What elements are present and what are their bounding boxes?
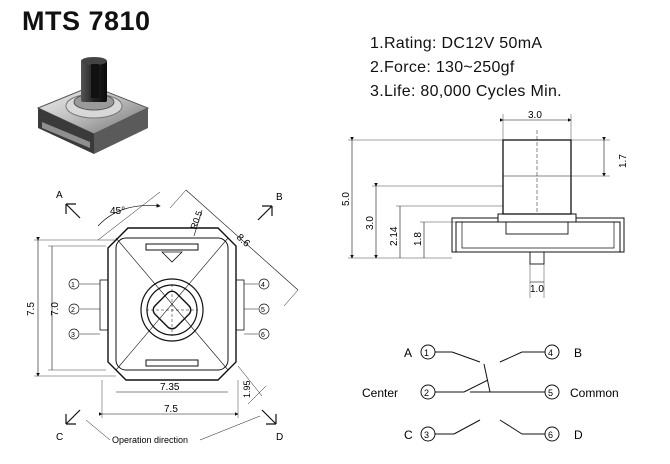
pin-width-label: 1.0 [530,284,544,295]
schematic-pin-6: 6 [548,430,553,440]
body-height-label: 3.0 [365,216,376,230]
pin-1-label: 1 [71,282,75,289]
schematic-pin-5: 5 [548,388,553,398]
top-view [34,189,299,441]
pin-6-label: 6 [261,332,265,339]
corner-dim-label: 1.95 [242,380,252,398]
schematic-b-label: B [574,346,582,360]
specifications: 1.Rating: DC12V 50mA 2.Force: 130~250gf … [370,32,562,104]
top-height-label: 1.7 [618,154,629,168]
direction-a-label: A [56,190,63,201]
spec-force: 2.Force: 130~250gf [370,59,515,76]
pin-3-label: 3 [71,332,75,339]
width-outer-label: 7.5 [164,404,178,415]
schematic-pin-3: 3 [424,430,429,440]
top-width-label: 3.0 [528,110,542,121]
angle-label: 45° [110,206,125,217]
height-214-label: 2.14 [389,226,400,246]
direction-d-label: D [276,432,283,443]
pin-4-label: 4 [261,282,265,289]
pin-2-label: 2 [71,307,75,314]
spec-life: 3.Life: 80,000 Cycles Min. [370,83,562,100]
schematic-c-label: C [404,428,413,442]
operation-direction-label: Operation direction [112,435,188,445]
direction-c-label: C [56,432,63,443]
height-outer-label: 7.5 [26,302,37,316]
switch-schematic [420,344,560,442]
pin-5-label: 5 [261,307,265,314]
schematic-d-label: D [574,428,583,442]
height-18-label: 1.8 [413,232,424,246]
product-title: MTS 7810 [22,6,151,36]
height-inner-label: 7.0 [50,302,61,316]
schematic-pin-1: 1 [424,348,429,358]
width-inner-label: 7.35 [160,382,180,393]
spec-rating: 1.Rating: DC12V 50mA [370,35,543,52]
schematic-center-label: Center [362,386,398,400]
total-height-label: 5.0 [341,192,352,206]
direction-b-label: B [276,192,283,203]
schematic-a-label: A [404,346,412,360]
schematic-common-label: Common [570,386,619,400]
product-photo [36,57,150,154]
schematic-pin-4: 4 [548,348,553,358]
side-view [348,114,625,298]
schematic-pin-2: 2 [424,388,429,398]
